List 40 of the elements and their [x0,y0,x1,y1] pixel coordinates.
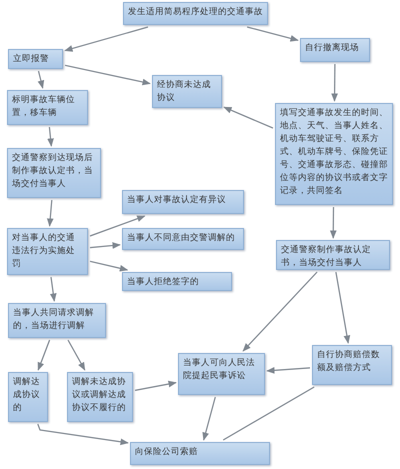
process-box: 交通警察制作事故认定书，当场交付当事人 [276,240,390,270]
process-box: 发生适用简易程序处理的交通事故 [123,2,268,25]
process-box: 调解未达成协议或调解达成协议不履行的 [67,372,133,422]
process-box: 当事人可向人民法院提起民事诉讼 [178,353,265,395]
process-box: 调解达成协议的 [8,372,48,422]
arrow [330,207,337,239]
arrow [90,242,121,249]
arrow [242,272,318,352]
arrow [266,367,310,374]
connector-line [222,386,314,441]
arrow [47,126,54,147]
arrow [50,276,57,302]
arrow [38,340,50,371]
arrow [38,70,44,89]
process-box: 当事人对事故认定有异议 [122,190,244,214]
arrow [335,272,350,344]
arrow [64,64,151,86]
arrow [134,380,177,391]
arrow [67,340,86,371]
process-box: 交通警察到达现场后制作事故认定书，当场交付当事人 [7,148,101,198]
arrow [223,106,274,129]
process-box: 当事人共同请求调解的，当场进行调解 [8,303,106,338]
arrow [331,64,338,102]
arrow [246,26,299,42]
process-box: 经协商未达成协议 [152,75,222,108]
process-box: 填写交通事故发生的时间、地点、天气、当事人姓名、机动车驾驶证号、联系方式、机动车牌号、保险凭证号、交通事故形态、碰撞部位等内容的协议书或者文字记录，共同签名 [275,103,393,205]
arrow [46,200,54,227]
arrow [64,26,148,52]
arrow [37,424,129,446]
process-box: 当事人不同意由交警调解的 [122,228,244,250]
process-box: 立即报警 [8,49,63,69]
arrow [90,260,128,272]
process-box: 自行协商赔偿数额及赔偿方式 [312,345,392,385]
process-box: 当事人拒绝签字的 [122,272,232,291]
arrow [90,215,146,237]
process-box: 向保险公司索赔 [130,442,270,465]
process-box: 标明事故车辆位置，移车辆 [7,90,88,125]
process-box: 自行撤离现场 [300,38,370,62]
process-box: 对当事人的交通违法行为实施处罚 [7,228,88,275]
arrow [202,396,216,441]
